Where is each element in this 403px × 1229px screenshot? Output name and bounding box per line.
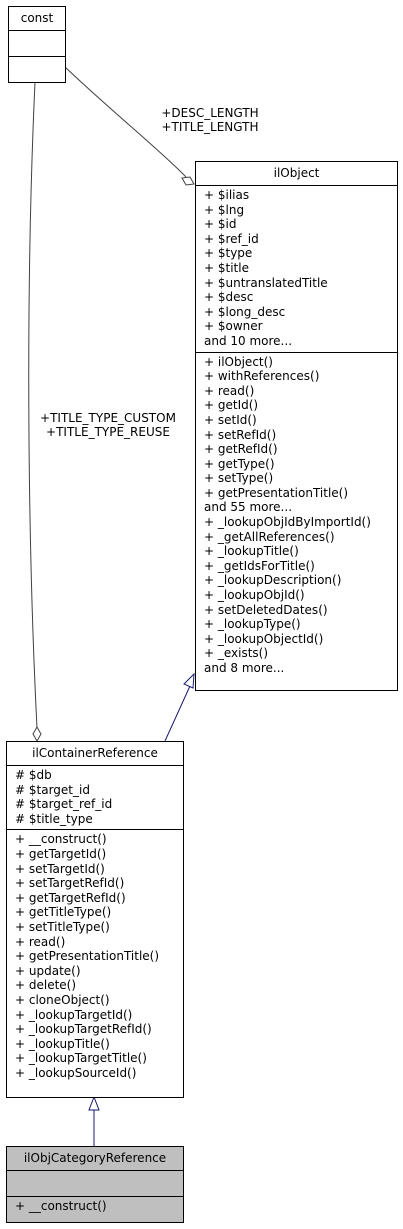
class-member-operation: + __construct() <box>15 832 107 847</box>
class-member-attribute: + $ref_id <box>204 231 259 246</box>
edge-label-line: +TITLE_TYPE_CUSTOM <box>40 411 176 425</box>
class-member-attribute: + $id <box>204 217 237 232</box>
class-member-operation: + delete() <box>15 978 77 993</box>
edge-const-ilobject <box>63 65 187 178</box>
class-member-operation: + _lookupTargetId() <box>15 1007 133 1022</box>
class-member-attribute: + $lng <box>204 202 245 217</box>
class-const-attributes <box>9 31 65 57</box>
class-member-operation: + setTargetId() <box>15 861 105 876</box>
class-member-operation: + read() <box>204 383 255 398</box>
class-member-operation: + withReferences() <box>204 369 320 384</box>
class-member-operation: + getId() <box>204 398 259 413</box>
class-member-attribute: # $db <box>15 768 52 782</box>
class-ilobject-operations: + ilObject()+ withReferences()+ read()+ … <box>196 353 397 679</box>
edge-container-ilobject <box>164 685 191 742</box>
class-member-operation: + _getAllReferences() <box>204 529 335 544</box>
class-member-attribute: + $title <box>204 260 249 275</box>
class-ilcontainerreference-title: ilContainerReference <box>7 742 183 766</box>
class-member-operation: + _lookupTargetRefId() <box>15 1022 152 1037</box>
edge-label-line: +TITLE_LENGTH <box>161 120 259 134</box>
class-member-operation: + getTargetId() <box>15 846 107 861</box>
class-member-operation: + setTargetRefId() <box>15 876 125 891</box>
class-member-operation: + setRefId() <box>204 427 277 442</box>
edge-const-container <box>28 81 38 729</box>
class-member-operation: + _getIdsForTitle() <box>204 558 315 573</box>
class-member-operation: + _exists() <box>204 646 269 661</box>
class-member-operation: + _lookupObjIdByImportId() <box>204 515 371 530</box>
class-const-operations <box>9 57 65 82</box>
edge-label-line: +TITLE_TYPE_REUSE <box>46 425 170 439</box>
class-member-operation: + setDeletedDates() <box>204 602 328 617</box>
class-member-attribute: # $target_ref_id <box>15 797 113 812</box>
class-member-attribute: and 10 more... <box>204 333 293 348</box>
class-member-operation: + _lookupObjId() <box>204 588 305 603</box>
class-member-operation: + setId() <box>204 412 257 427</box>
class-member-operation: + read() <box>15 934 66 949</box>
class-ilcontainerreference-attributes: # $db# $target_id# $target_ref_id# $titl… <box>7 766 183 831</box>
aggregation-diamond-container <box>32 725 42 743</box>
class-member-attribute: # $title_type <box>15 811 93 826</box>
class-ilobjcategoryreference-title: ilObjCategoryReference <box>7 1147 183 1171</box>
class-member-attribute: + $owner <box>204 319 263 334</box>
class-member-operation: + _lookupTitle() <box>204 544 299 559</box>
class-member-operation: and 55 more... <box>204 500 293 515</box>
class-const-title: const <box>9 7 65 31</box>
class-member-operation: + _lookupType() <box>204 617 301 632</box>
class-member-operation: and 8 more... <box>204 661 285 675</box>
inheritance-arrow-ilobject <box>183 672 195 689</box>
class-member-attribute: # $target_id <box>15 782 90 797</box>
class-member-operation: + getTargetRefId() <box>15 890 126 905</box>
edge-label-const-container: +TITLE_TYPE_CUSTOM +TITLE_TYPE_REUSE <box>28 411 188 439</box>
class-member-operation: + setTitleType() <box>15 919 110 934</box>
class-ilobject[interactable]: ilObject + $ilias+ $lng+ $id+ $ref_id+ $… <box>195 161 398 691</box>
class-ilcontainerreference[interactable]: ilContainerReference # $db# $target_id# … <box>6 741 184 1098</box>
edge-label-const-ilobject: +DESC_LENGTH +TITLE_LENGTH <box>150 106 270 134</box>
class-member-operation: + getTitleType() <box>15 905 112 920</box>
class-member-operation: + getType() <box>204 456 275 471</box>
class-member-operation: + setType() <box>204 471 274 486</box>
class-member-operation: + _lookupObjectId() <box>204 631 324 646</box>
class-member-operation: + ilObject() <box>204 354 273 369</box>
inheritance-arrow-container <box>88 1095 100 1111</box>
aggregation-diamond-ilobject <box>181 176 195 186</box>
class-member-attribute: + $type <box>204 246 253 261</box>
class-member-operation: + _lookupSourceId() <box>15 1065 137 1080</box>
class-ilobjcategoryreference-attributes <box>7 1171 183 1197</box>
class-member-operation: + cloneObject() <box>15 992 110 1007</box>
class-ilcontainerreference-operations: + __construct()+ getTargetId()+ setTarge… <box>7 830 183 1083</box>
class-member-operation: + getPresentationTitle() <box>15 949 160 964</box>
class-ilobjcategoryreference-operations: + __construct() <box>7 1197 183 1217</box>
class-member-attribute: + $ilias <box>204 188 250 202</box>
class-const[interactable]: const <box>8 6 66 83</box>
class-member-attribute: + $long_desc <box>204 304 286 319</box>
class-member-operation: + getPresentationTitle() <box>204 485 349 500</box>
class-ilobjcategoryreference[interactable]: ilObjCategoryReference + __construct() <box>6 1146 184 1223</box>
class-ilobject-title: ilObject <box>196 162 397 186</box>
edge-label-line: +DESC_LENGTH <box>161 106 259 120</box>
class-member-operation: + _lookupTitle() <box>15 1036 110 1051</box>
class-member-operation: + update() <box>15 963 81 978</box>
class-member-operation: + _lookupDescription() <box>204 573 342 588</box>
class-member-operation: + __construct() <box>15 1199 107 1213</box>
class-member-attribute: + $desc <box>204 290 254 305</box>
class-member-operation: + _lookupTargetTitle() <box>15 1051 147 1066</box>
class-member-attribute: + $untranslatedTitle <box>204 275 328 290</box>
class-member-operation: + getRefId() <box>204 442 278 457</box>
class-ilobject-attributes: + $ilias+ $lng+ $id+ $ref_id+ $type+ $ti… <box>196 186 397 353</box>
